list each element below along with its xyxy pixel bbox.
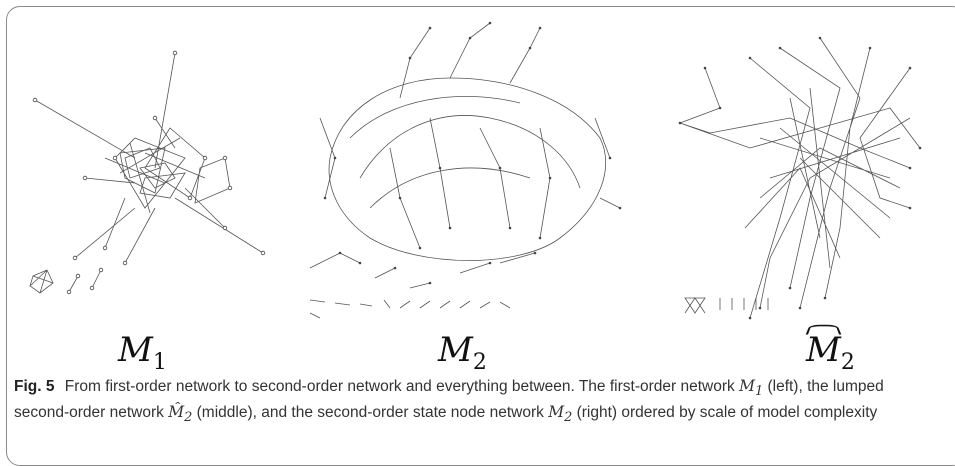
- panel-label-sub: 2: [840, 349, 855, 375]
- lumped-second-order-network-graph: [309, 21, 622, 319]
- panel-label-m1: M1: [118, 330, 167, 375]
- panel-lumped-second-order-network: [300, 8, 640, 323]
- figure-caption: Fig. 5 From first-order network to secon…: [14, 376, 939, 428]
- caption-math-3: M2: [548, 403, 573, 426]
- caption-text-2: (left), the lumped second-order network: [14, 378, 884, 422]
- first-order-network-graph: [29, 50, 266, 295]
- panel-first-order-network: [25, 8, 285, 323]
- caption-text-3: (middle), and the second-order state nod…: [196, 404, 544, 422]
- panel-label-sub: 1: [152, 349, 167, 375]
- panel-label-main: M: [438, 330, 473, 370]
- caption-math-1: M1: [739, 377, 764, 400]
- panel-label-main: M: [806, 330, 841, 370]
- panel-second-order-state-node-network: [660, 8, 940, 323]
- caption-text-1: From first-order network to second-order…: [64, 378, 735, 395]
- panel-label-main: M: [118, 330, 153, 370]
- figure-label: Fig. 5: [14, 378, 55, 395]
- panel-label-m2: M2: [438, 330, 487, 375]
- second-order-state-node-network-graph: [678, 36, 922, 320]
- caption-text-4: (right) ordered by scale of model comple…: [576, 404, 878, 422]
- panel-label-sub: 2: [472, 349, 487, 375]
- panel-label-m2-hat: M2: [806, 330, 855, 375]
- caption-math-2: M̂2: [168, 403, 193, 426]
